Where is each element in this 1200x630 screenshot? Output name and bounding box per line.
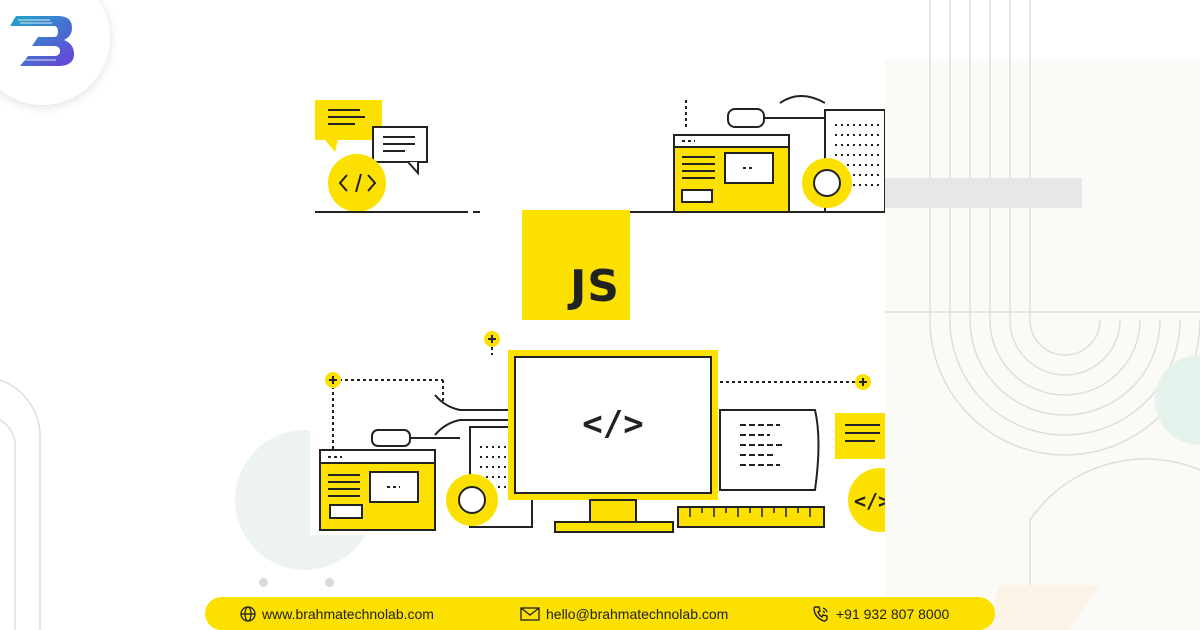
chat-bubble-icon — [315, 100, 382, 140]
website-text[interactable]: www.brahmatechnolab.com — [262, 605, 434, 622]
website-contact[interactable]: www.brahmatechnolab.com — [240, 597, 434, 630]
document-scroll-icon — [719, 409, 820, 491]
js-badge-text: JS — [569, 261, 620, 312]
decorative-bar — [885, 178, 1082, 208]
phone-icon — [813, 605, 828, 622]
usb-cable-icon — [727, 108, 765, 128]
email-contact[interactable]: hello@brahmatechnolab.com — [520, 597, 728, 630]
globe-icon — [240, 605, 256, 622]
phone-contact[interactable]: +91 932 807 8000 — [812, 597, 949, 630]
brand-logo-icon — [10, 16, 74, 66]
contact-bar: www.brahmatechnolab.com hello@brahmatech… — [205, 597, 995, 630]
code-symbol: </> — [582, 404, 643, 444]
decorative-dot — [259, 578, 268, 587]
email-text[interactable]: hello@brahmatechnolab.com — [546, 605, 729, 622]
decorative-dot — [325, 578, 334, 587]
phone-text[interactable]: +91 932 807 8000 — [836, 605, 950, 622]
wrench-icon — [779, 95, 826, 104]
ruler-icon — [677, 506, 825, 528]
illustration-art: </> </> — [315, 95, 912, 533]
small-code-symbol: </> — [854, 489, 885, 513]
mail-icon — [520, 606, 540, 621]
code-bubble-icon — [328, 154, 386, 212]
js-badge: JS — [522, 210, 630, 320]
